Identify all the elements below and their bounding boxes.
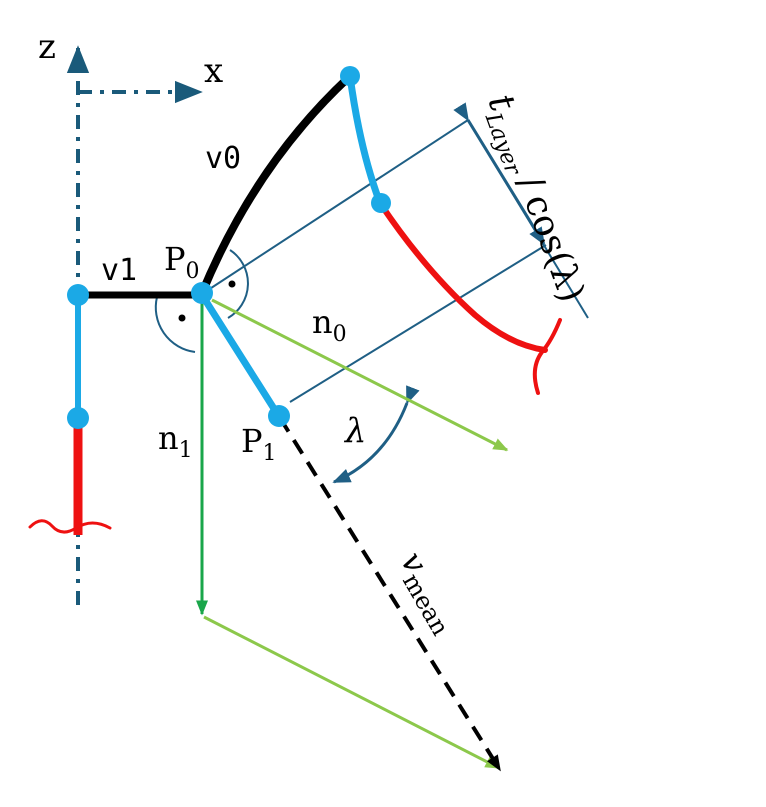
track-points — [67, 66, 391, 429]
n0-label: n0 — [312, 303, 347, 347]
p0-label: P0 — [164, 240, 200, 284]
p0-point — [191, 282, 213, 304]
lambda-label: λ — [343, 411, 367, 451]
right-angle-dot-upper — [228, 280, 236, 288]
upper-track-red — [377, 200, 548, 353]
upper-track-break-mark — [532, 318, 562, 395]
layer-geometry — [154, 102, 589, 484]
right-angle-arc-lower — [154, 296, 196, 353]
vmean-vector — [278, 416, 502, 772]
n0-vector-translated — [203, 615, 501, 770]
right-angle-dot-lower — [178, 314, 186, 322]
v0-label: v0 — [205, 141, 241, 176]
layer-thickness-label: tLayer/cos(λ) — [475, 89, 593, 309]
coordinate-axes: z x — [38, 27, 223, 605]
p1-label: P1 — [241, 422, 277, 466]
v0-segment — [198, 74, 352, 297]
v1-label: v1 — [101, 253, 137, 288]
lambda-angle-arc — [332, 385, 420, 484]
n1-label: n1 — [158, 419, 193, 463]
left-mid-point — [67, 407, 89, 429]
upper-track-blue — [346, 72, 384, 207]
left-top-point — [67, 284, 89, 306]
n0-vector — [211, 298, 509, 452]
left-track-break-mark — [28, 519, 112, 534]
z-axis-label: z — [38, 27, 56, 67]
vmean-label: vmean — [388, 545, 469, 640]
x-axis-label: x — [204, 51, 223, 91]
p1-point — [268, 405, 290, 427]
upper-mid-point — [371, 193, 391, 213]
layer-line-upper — [204, 119, 469, 293]
layer-line-lower — [289, 244, 547, 403]
layer-thickness-arrow — [453, 102, 546, 246]
upper-top-point — [340, 66, 360, 86]
track-segments — [28, 72, 562, 535]
p0-p1-segment — [198, 291, 282, 419]
normal-vectors — [196, 298, 509, 770]
